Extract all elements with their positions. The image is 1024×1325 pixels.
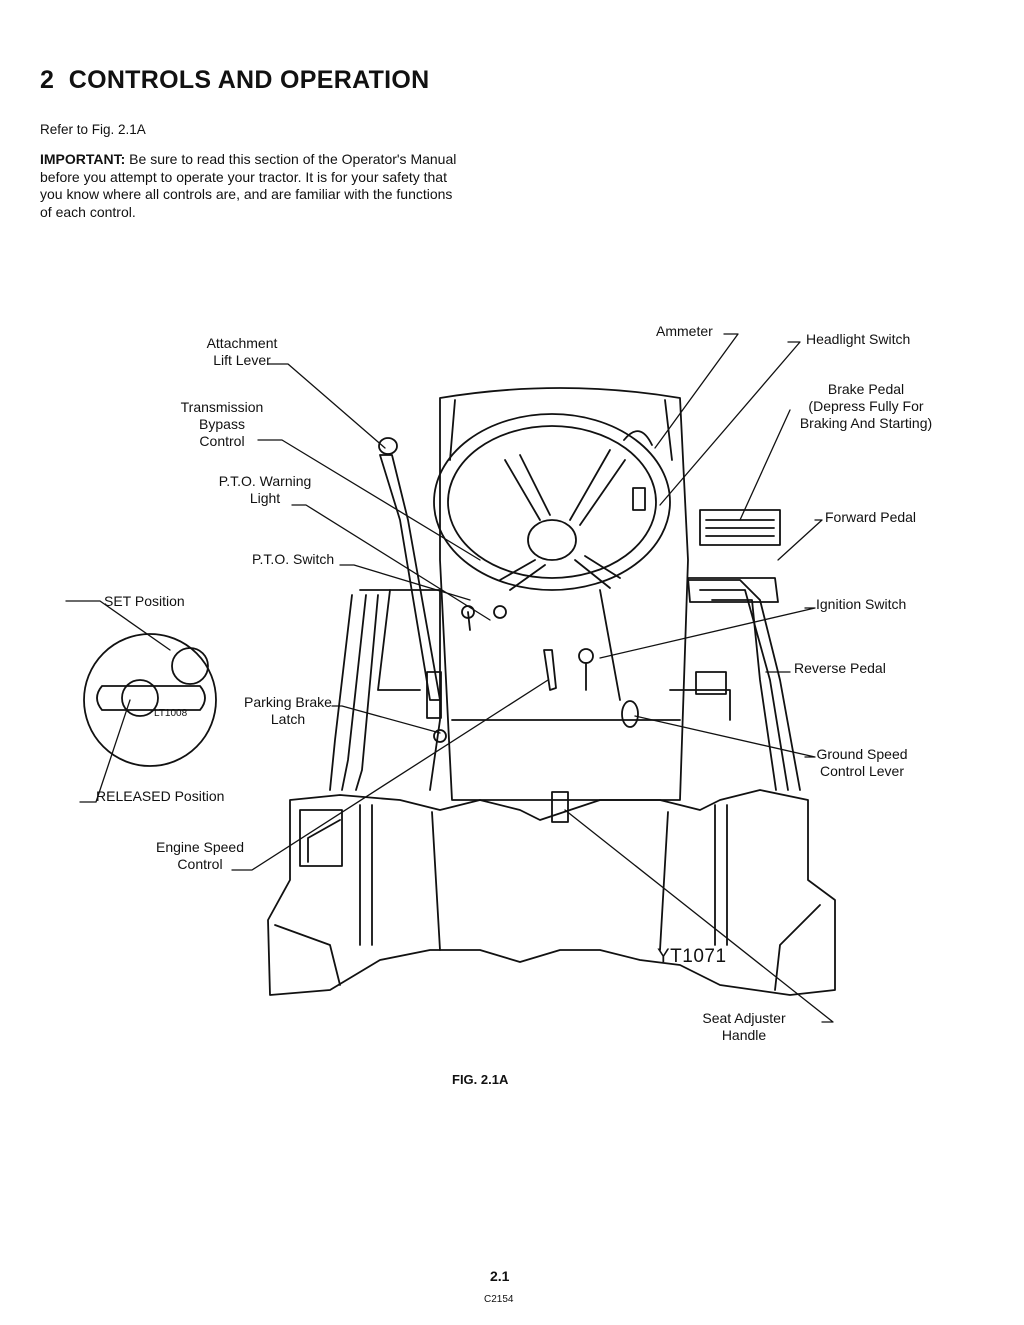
important-label: IMPORTANT:	[40, 151, 126, 167]
ground-speed-lever	[599, 589, 621, 701]
label-ammeter: Ammeter	[656, 323, 713, 339]
label-headlight-switch: Headlight Switch	[806, 331, 911, 347]
parking-brake-inset	[83, 633, 217, 767]
inset-id: LT1008	[154, 708, 188, 719]
label-attachment-lift-lever: Attachment Lift Lever	[206, 335, 278, 368]
section-title: 2 CONTROLS AND OPERATION	[40, 66, 430, 94]
figure-caption: FIG. 2.1A	[452, 1072, 509, 1087]
label-seat-adjuster: Seat Adjuster Handle	[702, 1010, 786, 1043]
ignition-switch	[578, 648, 594, 664]
seat-adjuster	[551, 791, 569, 823]
document-code: C2154	[484, 1294, 514, 1305]
steering-wheel	[433, 413, 671, 591]
label-ignition-switch: Ignition Switch	[816, 596, 907, 612]
label-ground-speed-control: Ground Speed Control Lever	[816, 746, 908, 779]
label-pto-switch: P.T.O. Switch	[252, 551, 335, 567]
important-text: Be sure to read this section of the Oper…	[40, 151, 457, 220]
fender-body	[267, 789, 836, 996]
label-released-position: RELEASED Position	[96, 788, 225, 804]
fuel-gauge-panel	[299, 809, 343, 867]
label-parking-brake-latch: Parking Brake Latch	[244, 694, 332, 727]
engine-speed-lever	[543, 649, 557, 691]
page-number: 2.1	[490, 1268, 510, 1284]
label-pto-warning-light: P.T.O. Warning Light	[218, 473, 312, 506]
dash-hood	[439, 387, 689, 801]
reverse-pedal	[695, 671, 727, 695]
label-brake-pedal: Brake Pedal (Depress Fully For Braking A…	[799, 381, 933, 431]
parking-brake-knob	[433, 729, 447, 743]
attachment-lift-lever	[379, 454, 441, 701]
refer-text: Refer to Fig. 2.1A	[40, 122, 146, 137]
forward-pedal	[699, 509, 781, 546]
label-engine-speed-control: Engine Speed Control	[156, 839, 244, 872]
important-notice: IMPORTANT: Be sure to read this section …	[40, 151, 460, 221]
label-reverse-pedal: Reverse Pedal	[794, 660, 886, 676]
label-transmission-bypass: Transmission Bypass Control	[180, 399, 264, 449]
brake-pedal	[687, 577, 779, 603]
headlight-switch-box	[632, 487, 646, 511]
label-forward-pedal: Forward Pedal	[825, 509, 917, 525]
figure-id: YT1071	[657, 946, 727, 967]
label-set-position: SET Position	[104, 593, 185, 609]
steering-hub	[527, 519, 577, 561]
